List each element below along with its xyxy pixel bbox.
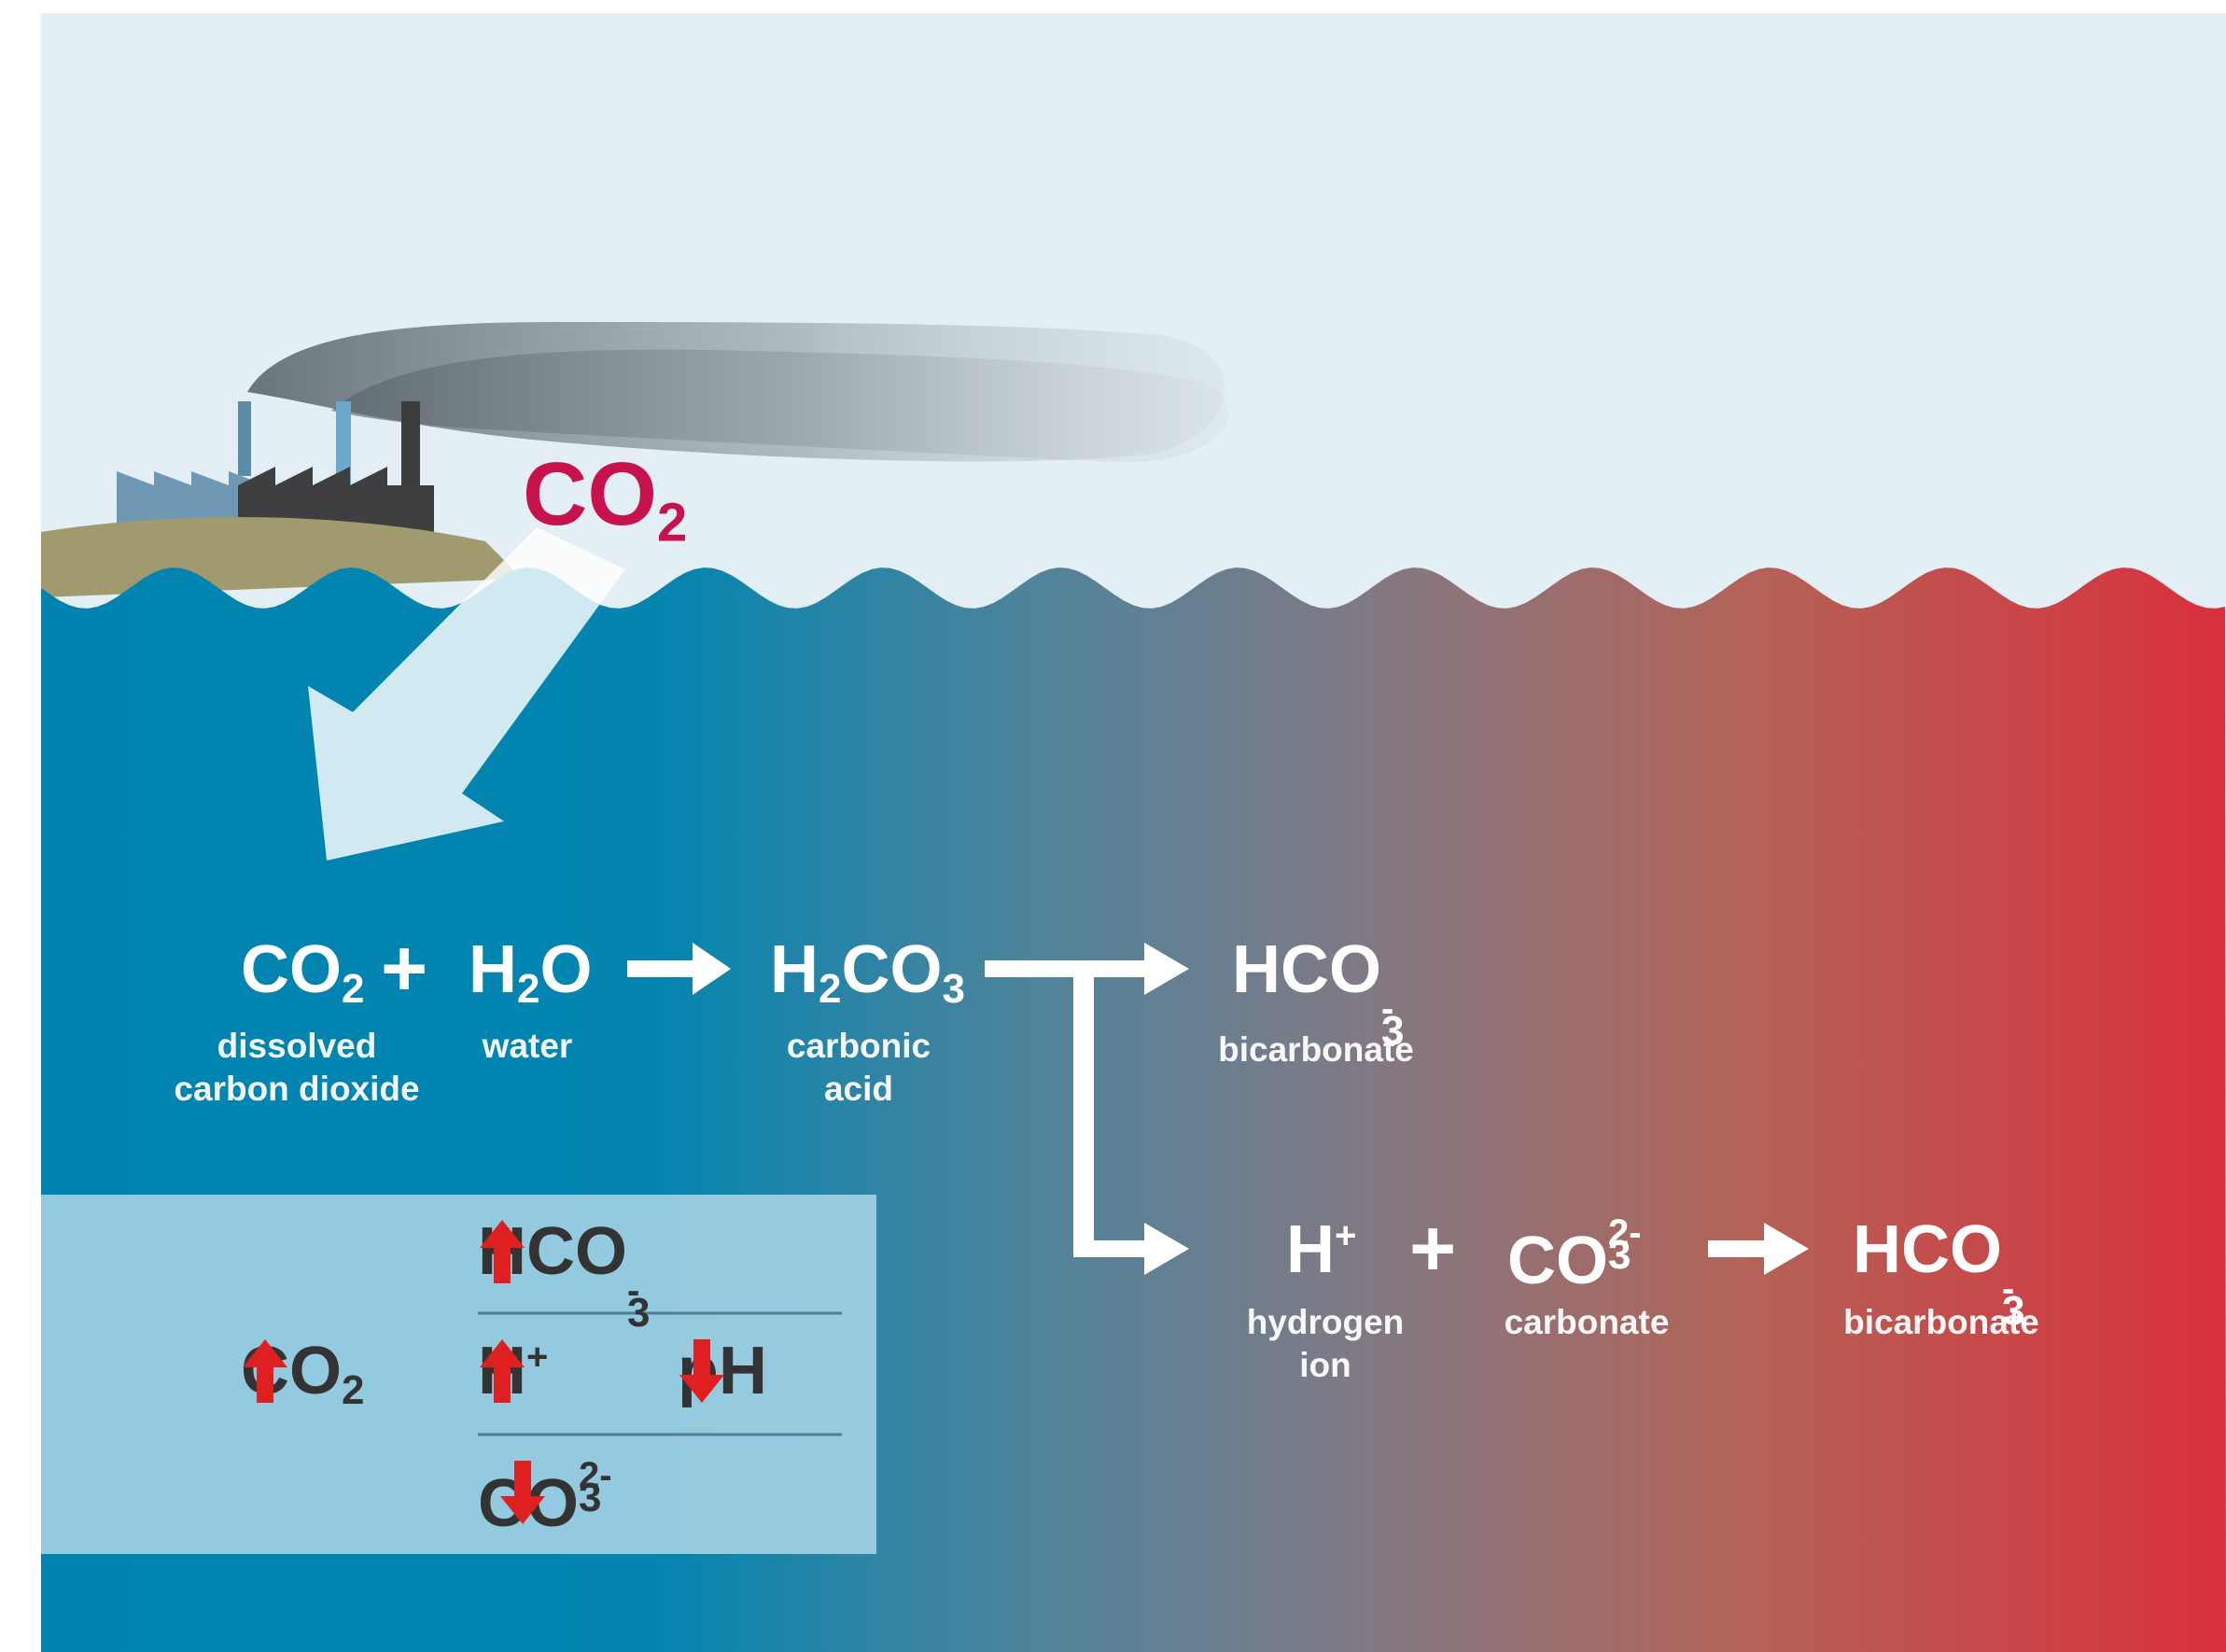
eq2-plus-sign: +: [1409, 1204, 1457, 1294]
eq1-h2o: H2O: [469, 936, 593, 1010]
eq2-h-caption-line2: ion: [1299, 1346, 1351, 1384]
reaction-arrow-3: [1073, 1223, 1189, 1275]
eq2-co3-caption: carbonate: [1475, 1301, 1699, 1344]
co2-emission-base: CO: [523, 444, 657, 544]
eq1-co2-sub: 2: [342, 966, 365, 1012]
eq1-hco3-caption: bicarbonate: [1199, 1029, 1433, 1071]
eq1-co2-caption: dissolved carbon dioxide: [157, 1025, 437, 1111]
eq2-h: H+: [1286, 1216, 1356, 1283]
eq1-hco3-base: HCO: [1232, 932, 1381, 1007]
eq1-h2o-caption-text: water: [482, 1027, 573, 1065]
eq1-h2co3-sub2: 3: [942, 966, 965, 1012]
eq1-hco3-sub: 3: [1381, 1007, 1405, 1054]
summary-co3-sub: 3: [579, 1474, 602, 1520]
eq1-hco3-caption-text: bicarbonate: [1218, 1030, 1414, 1069]
eq2-co3-base: CO: [1507, 1224, 1608, 1298]
summary-hco3-sub: 3: [627, 1289, 651, 1336]
reaction-arrow-1: [627, 943, 731, 995]
summary-ph-label: pH: [678, 1334, 767, 1408]
summary-co3-down-arrow-icon: [500, 1461, 545, 1524]
reaction-arrow-4: [1708, 1223, 1809, 1275]
eq1-h2co3-caption-line1: carbonic: [786, 1027, 931, 1065]
summary-ph-down-arrow-icon: [679, 1339, 724, 1403]
eq1-hco3-sup: -: [1381, 988, 1394, 1029]
eq2-hco3-base: HCO: [1853, 1212, 2002, 1287]
eq1-hco3: HCO-3: [1232, 936, 1415, 1051]
eq1-co2-base: CO: [241, 932, 342, 1007]
eq1-h2o-sub: 2: [517, 966, 540, 1012]
eq2-h-sup: +: [1335, 1215, 1357, 1256]
eq1-h2o-caption: water: [457, 1025, 597, 1068]
eq1-co2-caption-line2: carbon dioxide: [174, 1070, 420, 1108]
eq2-h-caption: hydrogen ion: [1223, 1301, 1428, 1387]
eq1-h2co3-caption: carbonic acid: [775, 1025, 943, 1111]
summary-h: H+: [478, 1337, 548, 1405]
summary-co2-up-arrow-icon: [243, 1339, 287, 1403]
eq2-h-base: H: [1286, 1212, 1335, 1287]
eq2-co3-sup: 2-: [1608, 1212, 1642, 1253]
summary-h-sup: +: [526, 1337, 549, 1378]
smoke-plume: [247, 322, 1228, 463]
eq2-co3-sub: 3: [1608, 1231, 1631, 1278]
eq1-plus-sign: +: [381, 924, 428, 1014]
summary-co2-sub: 2: [342, 1367, 365, 1413]
eq1-h2o-o: O: [539, 932, 593, 1007]
summary-h-up-arrow-icon: [480, 1339, 525, 1403]
eq1-co2: CO2: [241, 936, 364, 1010]
reaction-arrows: [627, 943, 1809, 1275]
eq1-plus: +: [381, 929, 427, 1009]
eq2-hco3: HCO-3: [1853, 1216, 2036, 1331]
eq1-h2co3: H2CO3: [770, 936, 965, 1010]
summary-box: [41, 1195, 876, 1554]
eq1-h2co3-h: H: [770, 932, 819, 1007]
eq1-h2o-h: H: [469, 932, 517, 1007]
eq2-plus: +: [1409, 1209, 1456, 1289]
eq2-hco3-caption-text: bicarbonate: [1843, 1303, 2039, 1341]
eq1-h2co3-caption-line2: acid: [823, 1070, 894, 1108]
summary-hco3: HCO-3: [478, 1218, 661, 1333]
branch-connector: [1073, 969, 1094, 1249]
eq1-h2co3-co: CO: [841, 932, 943, 1007]
summary-hco3-up-arrow-icon: [480, 1220, 525, 1283]
eq2-hco3-sup: -: [2002, 1268, 2015, 1309]
eq1-h2co3-sub1: 2: [819, 966, 842, 1012]
summary-hco3-sup: -: [627, 1270, 640, 1311]
eq2-hco3-sub: 3: [2002, 1287, 2025, 1334]
eq2-co3-caption-text: carbonate: [1504, 1303, 1670, 1341]
eq1-co2-caption-line1: dissolved: [217, 1027, 377, 1065]
co2-absorption-arrow: [308, 527, 625, 861]
eq2-h-caption-line1: hydrogen: [1246, 1303, 1405, 1341]
summary-co3-sup: 2-: [579, 1455, 612, 1496]
summary-co2: CO2: [241, 1337, 364, 1411]
co2-emission-label: CO2: [523, 450, 687, 550]
eq2-hco3-caption: bicarbonate: [1820, 1301, 2063, 1344]
summary-ph: pH: [678, 1337, 767, 1405]
summary-co3: CO2-3: [478, 1455, 646, 1537]
co2-emission-sub: 2: [657, 492, 688, 553]
